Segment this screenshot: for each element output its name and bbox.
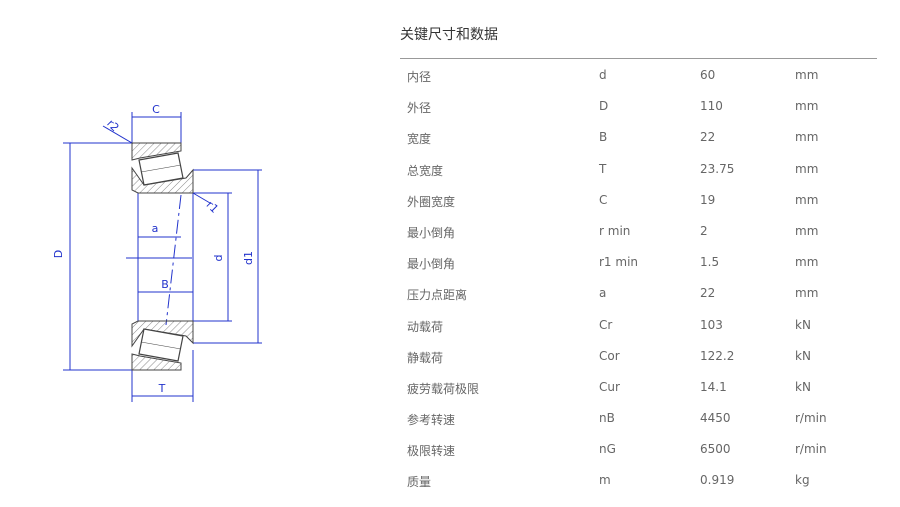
specs-table: 内径 d 60 mm 外径 D 110 mm 宽度 B 22 mm 总宽度 T 23.75 mm 外圈宽度 C 19…	[400, 59, 877, 496]
spec-name: 外圈宽度	[407, 194, 456, 209]
pressure-line	[165, 194, 182, 326]
spec-name: 极限转速	[407, 444, 456, 459]
spec-value: 2	[700, 223, 708, 238]
table-row: 质量 m 0.919 kg	[400, 464, 877, 495]
table-row: 疲劳载荷极限 Cur 14.1 kN	[400, 371, 877, 402]
label-d-inner: d	[212, 255, 225, 262]
spec-value: 4450	[700, 411, 731, 426]
spec-value: 0.919	[700, 473, 735, 488]
spec-symbol: r1 min	[599, 255, 639, 270]
table-row: 宽度 B 22 mm	[400, 121, 877, 152]
label-b: B	[161, 278, 169, 291]
table-row: 内径 d 60 mm	[400, 59, 877, 90]
spec-value: 60	[700, 68, 716, 82]
spec-symbol: d	[599, 68, 607, 82]
spec-value: 14.1	[700, 379, 727, 394]
table-row: 最小倒角 r1 min 1.5 mm	[400, 246, 877, 277]
spec-name: 动载荷	[407, 319, 444, 334]
spec-value: 22	[700, 286, 716, 301]
spec-name: 质量	[407, 475, 432, 490]
spec-unit: kg	[795, 473, 810, 488]
spec-symbol: C	[599, 192, 608, 207]
key-dimensions-panel: 关键尺寸和数据 内径 d 60 mm 外径 D 110 mm 宽度 B 22 mm 总宽度 T 23.75 m…	[400, 18, 877, 496]
spec-name: 静载荷	[407, 350, 444, 365]
roller-upper-axis	[140, 164, 182, 173]
spec-value: 110	[700, 99, 723, 114]
spec-value: 6500	[700, 442, 731, 457]
spec-value: 1.5	[700, 255, 720, 270]
spec-name: 参考转速	[407, 413, 456, 428]
table-row: 总宽度 T 23.75 mm	[400, 153, 877, 184]
spec-symbol: Cur	[599, 379, 620, 394]
spec-value: 122.2	[700, 348, 735, 363]
table-row: 静载荷 Cor 122.2 kN	[400, 340, 877, 371]
roller-lower	[138, 328, 184, 362]
label-d-outer: D	[52, 250, 65, 258]
spec-unit: mm	[795, 223, 819, 238]
spec-name: 最小倒角	[407, 225, 456, 240]
spec-unit: mm	[795, 255, 819, 270]
label-r2: r2	[104, 117, 121, 134]
roller-lower-axis	[140, 341, 182, 350]
spec-name: 内径	[407, 70, 432, 84]
label-a: a	[152, 222, 159, 235]
spec-unit: kN	[795, 379, 811, 394]
spec-unit: mm	[795, 68, 819, 82]
spec-unit: mm	[795, 192, 819, 207]
spec-symbol: m	[599, 473, 611, 488]
spec-value: 22	[700, 130, 716, 145]
spec-name: 压力点距离	[407, 288, 468, 303]
spec-unit: mm	[795, 286, 819, 301]
bearing-cross-section-drawing: C r2 r1 D d d1 a B T	[52, 103, 262, 402]
spec-symbol: Cr	[599, 317, 613, 332]
outer-ring-upper	[131, 142, 182, 161]
specs-title: 关键尺寸和数据	[400, 18, 877, 59]
spec-unit: kN	[795, 348, 811, 363]
spec-name: 最小倒角	[407, 257, 456, 272]
table-row: 极限转速 nG 6500 r/min	[400, 433, 877, 464]
spec-symbol: D	[599, 99, 609, 114]
spec-name: 总宽度	[407, 163, 444, 178]
spec-unit: r/min	[795, 411, 827, 426]
spec-unit: mm	[795, 99, 819, 114]
spec-name: 外径	[407, 101, 432, 116]
spec-unit: mm	[795, 161, 819, 176]
spec-symbol: r min	[599, 223, 631, 238]
spec-unit: mm	[795, 130, 819, 145]
table-row: 外径 D 110 mm	[400, 90, 877, 121]
table-row: 外圈宽度 C 19 mm	[400, 184, 877, 215]
spec-unit: r/min	[795, 442, 827, 457]
inner-ring-upper	[131, 166, 194, 194]
spec-symbol: B	[599, 130, 608, 145]
label-t: T	[158, 382, 166, 395]
spec-value: 19	[700, 192, 716, 207]
spec-symbol: a	[599, 286, 607, 301]
outer-ring-lower	[131, 353, 182, 371]
spec-name: 疲劳载荷极限	[407, 381, 480, 396]
table-row: 动载荷 Cr 103 kN	[400, 309, 877, 340]
spec-value: 23.75	[700, 161, 735, 176]
r1-leader	[192, 192, 211, 204]
spec-value: 103	[700, 317, 723, 332]
label-c: C	[152, 103, 160, 116]
table-row: 参考转速 nB 4450 r/min	[400, 402, 877, 433]
spec-symbol: nB	[599, 411, 615, 426]
table-row: 压力点距离 a 22 mm	[400, 277, 877, 308]
r2-leader	[102, 125, 133, 144]
spec-symbol: Cor	[599, 348, 620, 363]
spec-symbol: T	[599, 161, 607, 176]
spec-unit: kN	[795, 317, 811, 332]
spec-symbol: nG	[599, 442, 616, 457]
table-row: 最小倒角 r min 2 mm	[400, 215, 877, 246]
label-d1: d1	[242, 251, 255, 265]
spec-name: 宽度	[407, 132, 432, 147]
